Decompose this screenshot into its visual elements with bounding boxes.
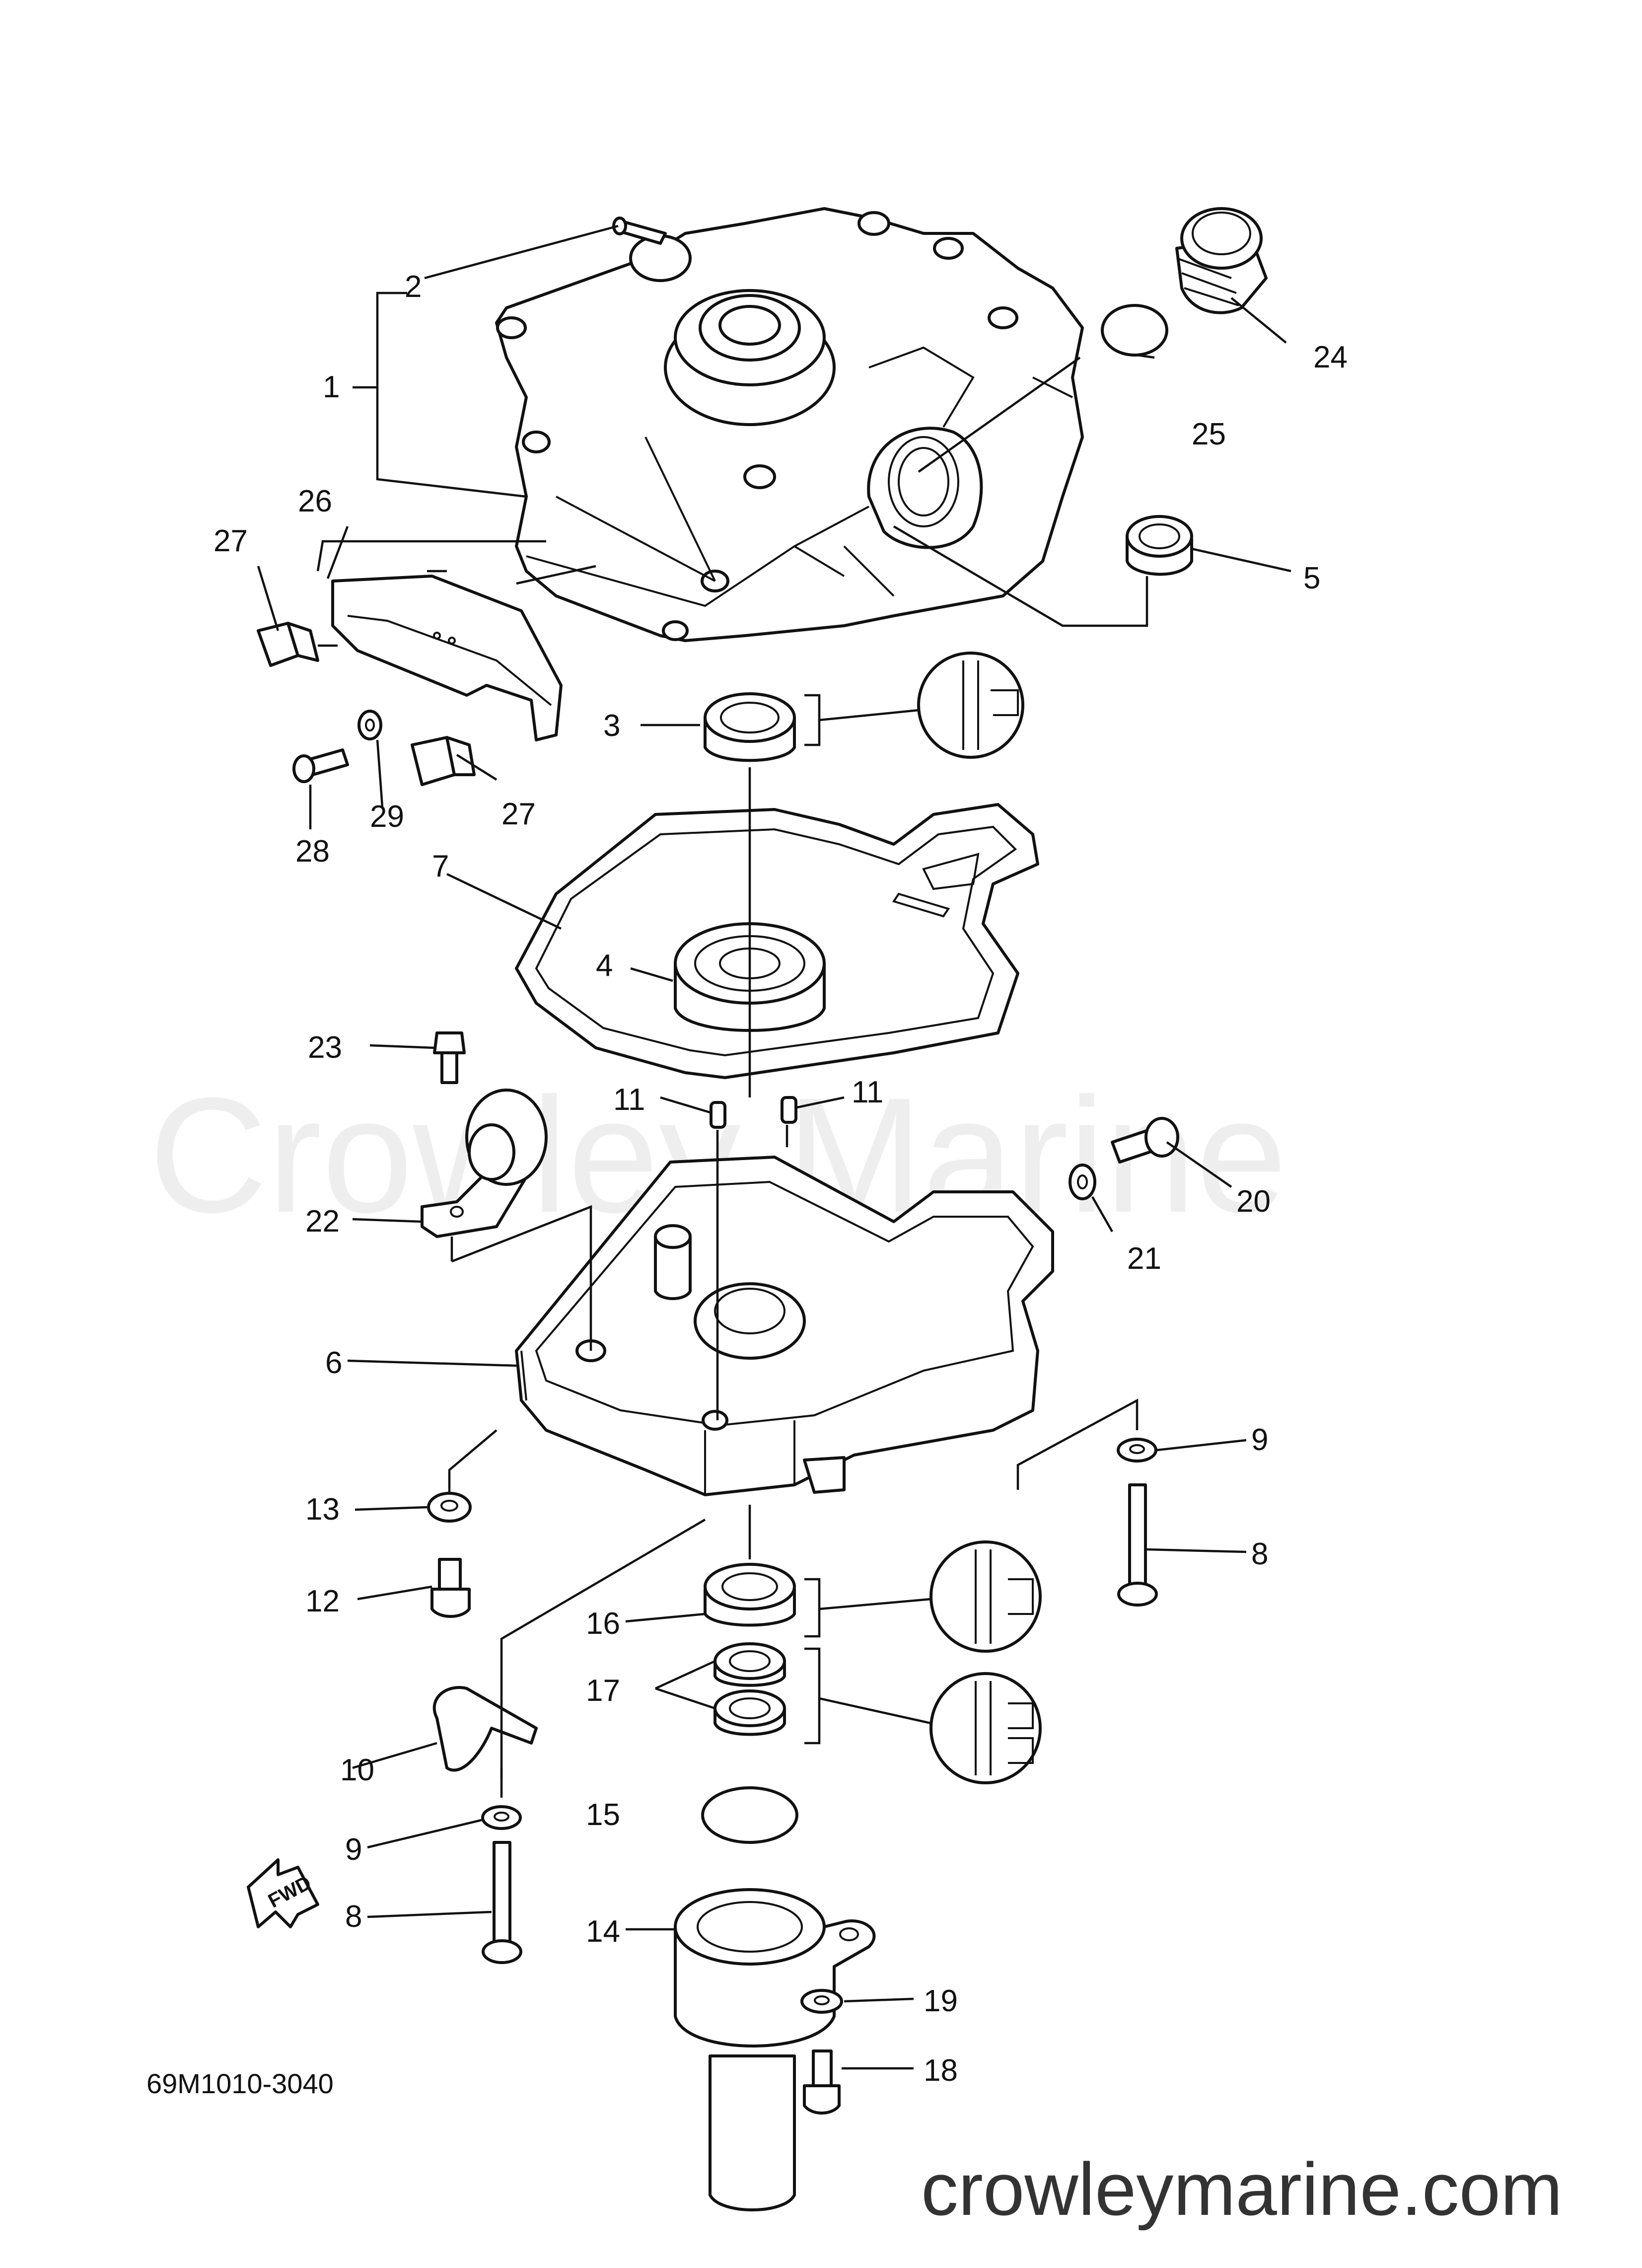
washer-part-13: [427, 1492, 472, 1523]
callout-15: 15: [586, 1798, 620, 1832]
bolt-part-18: [803, 2049, 841, 2115]
clip-part-27-upper: [257, 622, 319, 667]
callout-9-right: 9: [1251, 1423, 1268, 1457]
clamp-part-10: [432, 1686, 538, 1772]
oil-seal-part-3: [704, 692, 796, 762]
callout-7: 7: [432, 849, 449, 883]
upper-housing-part: [495, 207, 1084, 642]
cover-plate-part-26: [331, 575, 563, 741]
washer-part-9-right: [1117, 1438, 1157, 1463]
seal-detail-callout-3: [917, 652, 1024, 759]
callout-1: 1: [323, 370, 340, 404]
callout-29: 29: [370, 800, 404, 834]
callout-26: 26: [298, 484, 332, 518]
callout-13: 13: [305, 1492, 340, 1527]
callout-5: 5: [1303, 561, 1320, 595]
seal-part-5: [1126, 515, 1193, 576]
callout-labels: 1 2 3 4 5 6 7 8 8 9 9 10 11 11 12 13 14 …: [214, 270, 1348, 2088]
washer-part-19: [800, 1989, 843, 2014]
oil-seal-part-17-upper: [714, 1642, 786, 1687]
o-ring-part-15: [701, 1786, 798, 1844]
callout-18: 18: [924, 2053, 958, 2088]
shaft-housing-part-14: [674, 1888, 876, 2211]
forward-direction-arrow: FWD: [247, 1858, 319, 1928]
callout-23: 23: [308, 1030, 342, 1065]
seal-detail-callout-16: [929, 1540, 1042, 1653]
dowel-pin-part-11-right: [781, 1096, 797, 1124]
lower-housing-part-6: [515, 1156, 1054, 1496]
bolt-part-8-right: [1117, 1483, 1158, 1607]
dowel-pin-part-11-left: [710, 1101, 726, 1129]
bolt-part-2: [612, 217, 667, 245]
callout-8-right: 8: [1251, 1537, 1268, 1571]
website-url: crowleymarine.com: [921, 2147, 1563, 2231]
callout-11-right: 11: [852, 1075, 883, 1109]
callout-27-upper: 27: [214, 524, 248, 558]
callout-28: 28: [295, 834, 330, 869]
callout-27-lower: 27: [501, 797, 536, 831]
callout-12: 12: [305, 1584, 340, 1618]
bolt-part-20: [1111, 1117, 1179, 1164]
callout-11-left: 11: [613, 1083, 645, 1117]
bolt-part-12: [430, 1558, 471, 1618]
oil-plug-part-24: [1175, 207, 1268, 314]
bolt-part-8-left: [482, 1841, 522, 1964]
drawing-code: 69M1010-3040: [146, 2068, 334, 2099]
callout-2: 2: [405, 270, 422, 304]
callout-10: 10: [340, 1753, 374, 1787]
callout-3: 3: [603, 709, 620, 743]
washer-part-29: [357, 710, 382, 740]
callout-19: 19: [924, 1984, 958, 2018]
leader-lines: [257, 224, 1291, 2070]
seal-detail-callout-17: [929, 1672, 1042, 1784]
washer-part-9-left: [481, 1805, 522, 1830]
callout-20: 20: [1236, 1184, 1271, 1219]
oil-seal-part-17-lower: [714, 1689, 786, 1736]
bracket-part-22: [421, 1089, 548, 1238]
callout-22: 22: [305, 1204, 340, 1239]
callout-4: 4: [596, 949, 613, 983]
bolt-part-23: [433, 1031, 466, 1084]
callout-21: 21: [1127, 1242, 1161, 1276]
callout-25: 25: [1192, 417, 1226, 451]
callout-9-left: 9: [345, 1832, 362, 1867]
o-ring-part-25: [1101, 304, 1168, 357]
callout-6: 6: [325, 1346, 342, 1380]
callout-14: 14: [586, 1914, 620, 1949]
oil-seal-part-16: [704, 1563, 796, 1627]
callout-16: 16: [586, 1607, 620, 1641]
washer-part-21: [1069, 1164, 1096, 1200]
callout-8-left: 8: [345, 1900, 362, 1934]
callout-17: 17: [586, 1674, 620, 1708]
screw-part-28: [292, 748, 349, 783]
callout-24: 24: [1313, 340, 1348, 374]
